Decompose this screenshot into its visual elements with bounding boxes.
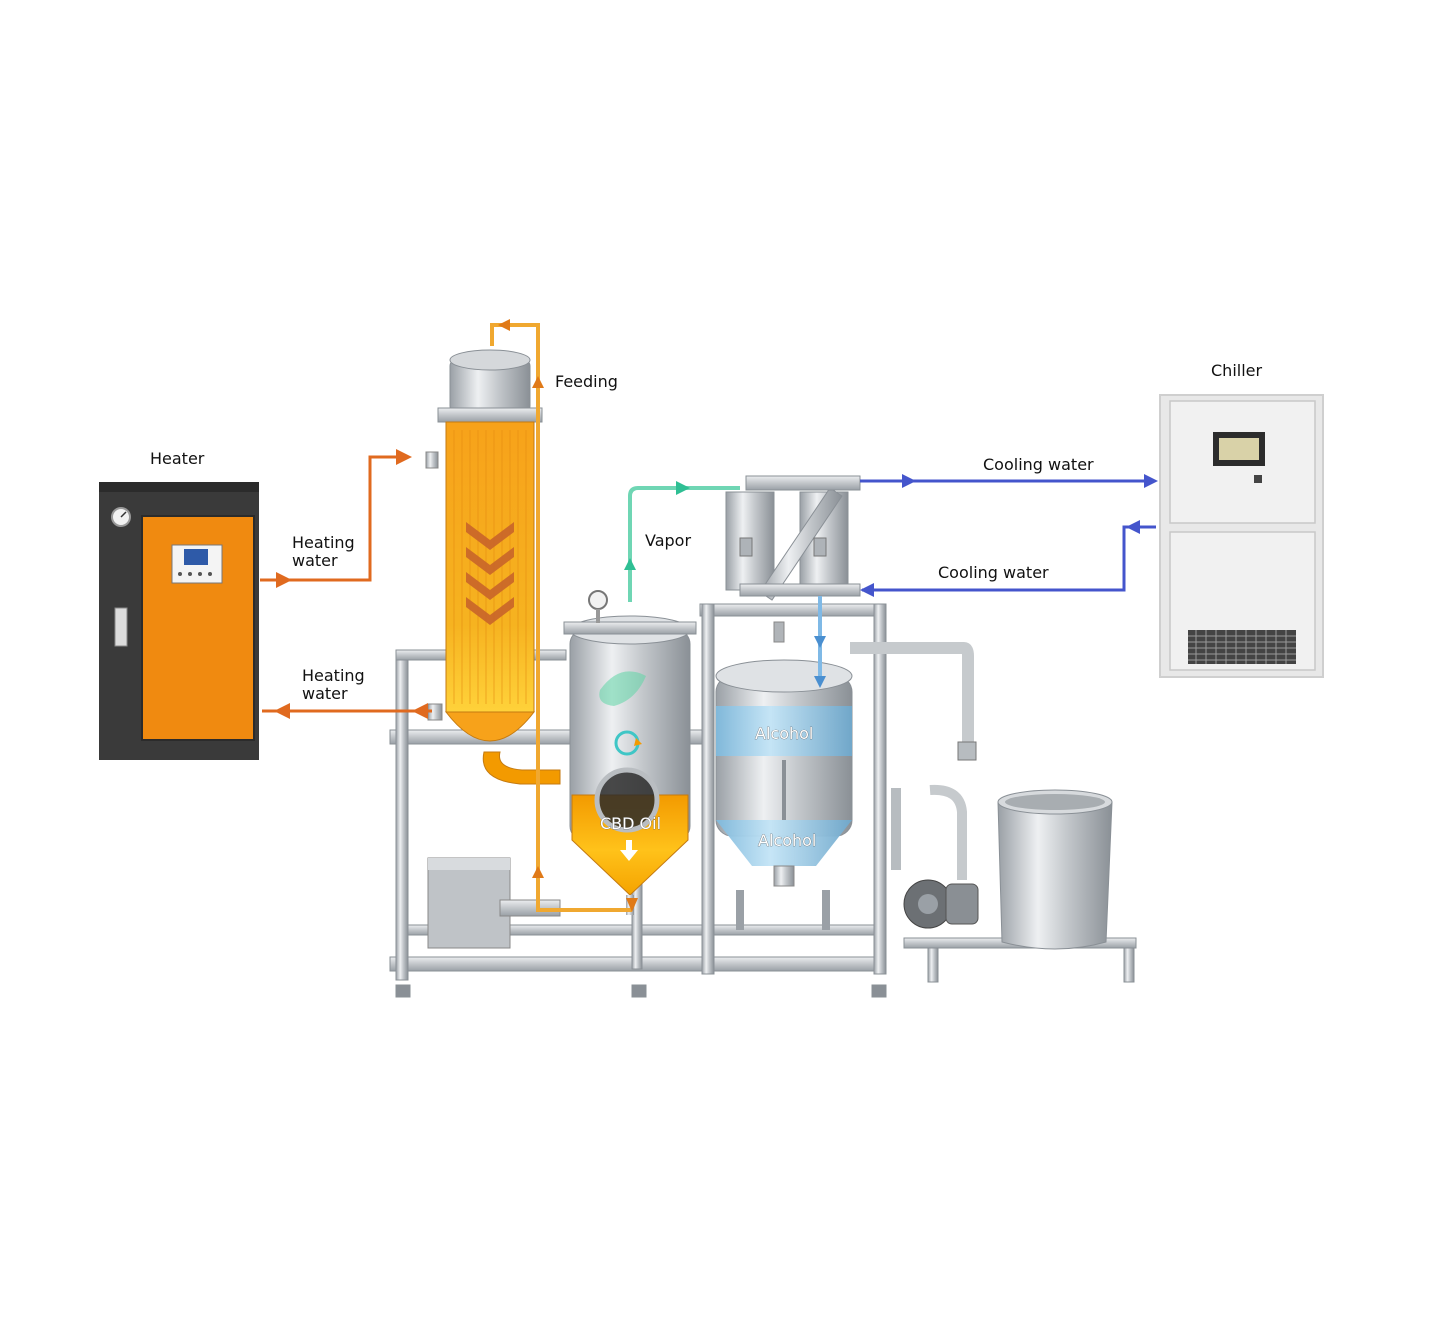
chiller-unit: Chiller bbox=[1159, 361, 1324, 678]
alcohol-lower-label: Alcohol bbox=[758, 831, 816, 850]
arrow-down-icon bbox=[620, 840, 638, 861]
feeding-line bbox=[490, 319, 638, 912]
separator-vessel bbox=[563, 590, 697, 915]
chiller-switch bbox=[1254, 475, 1262, 483]
alcohol-lower-fill bbox=[716, 820, 852, 866]
vapor-line bbox=[624, 481, 740, 602]
vent-grille-icon bbox=[1188, 630, 1296, 664]
pressure-gauge-icon bbox=[111, 507, 131, 527]
heater-unit: Heater bbox=[99, 449, 259, 760]
cooling-water-return-line bbox=[860, 520, 1156, 597]
transfer-pump bbox=[903, 879, 979, 929]
chevron-down-icon bbox=[466, 522, 514, 625]
condensate-line bbox=[814, 596, 826, 688]
controller-display-icon bbox=[171, 544, 223, 584]
heater-sight-glass bbox=[114, 607, 128, 647]
heating-water-supply-line bbox=[260, 449, 412, 588]
vacuum-pump bbox=[427, 857, 561, 949]
collection-bucket bbox=[997, 789, 1113, 950]
heater-label: Heater bbox=[150, 449, 205, 468]
discharge-piping bbox=[850, 642, 974, 880]
touchscreen-icon bbox=[1213, 432, 1265, 466]
heating-water-return-line bbox=[262, 703, 432, 719]
heating-water-supply-label-line1: Heating bbox=[292, 533, 355, 552]
heating-water-return-label-line2: water bbox=[302, 684, 348, 703]
alcohol-upper-label: Alcohol bbox=[755, 724, 813, 743]
alcohol-receiver-tank bbox=[715, 621, 853, 930]
vapor-label: Vapor bbox=[645, 531, 691, 550]
chiller-label: Chiller bbox=[1211, 361, 1262, 380]
heating-water-return-label-line1: Heating bbox=[302, 666, 365, 685]
alcohol-upper-fill bbox=[716, 706, 852, 756]
pressure-gauge-icon bbox=[588, 590, 608, 610]
condensers bbox=[725, 475, 861, 601]
falling-film-evaporator bbox=[425, 349, 561, 785]
cbd-oil-label: CBD Oil bbox=[600, 814, 661, 833]
cooling-water-out-line bbox=[860, 474, 1158, 488]
cooling-water-return-label: Cooling water bbox=[938, 563, 1049, 582]
feeding-label: Feeding bbox=[555, 372, 618, 391]
cooling-water-out-label: Cooling water bbox=[983, 455, 1094, 474]
heating-water-supply-label-line2: water bbox=[292, 551, 338, 570]
